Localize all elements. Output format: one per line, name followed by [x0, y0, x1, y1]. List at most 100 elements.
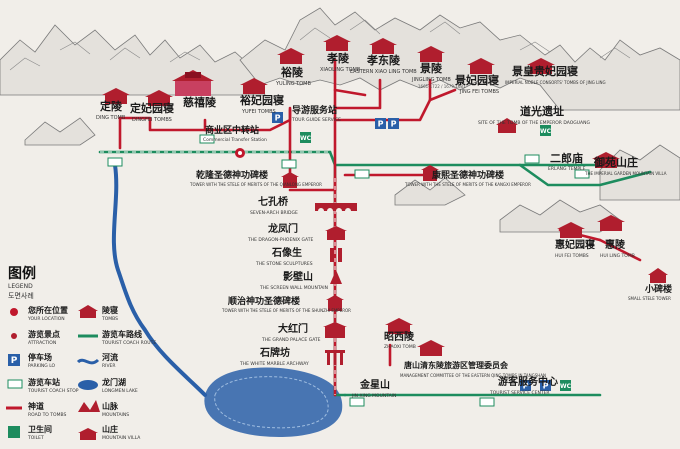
yufei-building	[240, 78, 268, 94]
stone-sculptures	[330, 248, 342, 262]
longfeng-en: THE DRAGON-PHOENIX GATE	[247, 237, 313, 243]
xiaoling-building	[323, 35, 351, 51]
hui-ling-en: HUI LING TOMB	[600, 253, 635, 259]
hui-ling-label: 惠陵	[605, 238, 626, 251]
svg-text:P: P	[275, 114, 281, 123]
dahong-label: 大红门	[278, 322, 308, 335]
huifei-building	[557, 222, 585, 238]
xiaobei-building	[648, 268, 668, 283]
huifei-en: HUI FEI TOMBS	[555, 253, 589, 259]
yingbi-label: 影壁山	[283, 270, 313, 283]
yufei-en: YUFEI TOMBS	[241, 109, 276, 115]
xiaobei-label: 小碑楼	[644, 283, 672, 295]
legend-item-2-en: ATTRACTION	[28, 340, 56, 346]
yingbi-en: THE SCREEN WALL MOUNTAIN	[259, 285, 328, 291]
youke-label: 游客服务中心	[498, 375, 558, 388]
legend-title-ko: 도면사례	[8, 291, 34, 300]
toilet-icon: WC	[560, 380, 572, 391]
toilet-icon: WC	[540, 125, 552, 136]
parking-icon: P	[375, 118, 386, 129]
grand-palace-gate	[323, 322, 347, 338]
parking-and-toilet-icons: P P P P P WC WC WC	[272, 112, 572, 391]
toilet-icon: WC	[300, 132, 312, 143]
kangxi-en: TOWER WITH THE STELE OF MERITS OF THE KA…	[404, 182, 531, 187]
legend-item-9-en: MOUNTAINS	[102, 412, 129, 418]
svg-text:P: P	[378, 120, 384, 129]
dingfei-label: 定妃园寝	[130, 101, 174, 115]
legend-attraction-icon	[11, 333, 17, 339]
yuyuan-label: 御苑山庄	[593, 155, 638, 169]
qikong-en: SEVEN-ARCH BRIDGE	[250, 210, 298, 216]
xiao-ling-label: 孝陵	[326, 51, 350, 65]
yu-ling-label: 裕陵	[280, 65, 304, 79]
zhaoxi-label: 昭西陵	[384, 330, 415, 343]
legend-item-1-cn: 陵寝	[102, 305, 118, 315]
legend-coach-stop-icon	[7, 379, 23, 389]
legend-item-0-cn: 您所在位置	[28, 305, 68, 315]
jingling-building	[417, 46, 445, 62]
daoguang-en: SITE OF THE TOMB OF THE EMPEROR DAOGUANG	[478, 120, 590, 126]
xiaodong-en: EASTERN XIAO LING TOMB	[350, 69, 417, 75]
mountain-ridges	[9, 19, 631, 71]
yuling-building	[277, 48, 305, 64]
legend-parking-icon	[8, 354, 20, 366]
kangxi-stele-tower	[421, 165, 439, 181]
seven-arch-bridge	[315, 203, 357, 214]
xiaobei-en: SMALL STELE TOWER	[628, 296, 671, 301]
jingfei-en: JING FEI TOMBS	[459, 89, 499, 95]
guanli-en: MANAGEMENT COMMITTEE OF THE EASTERN QING…	[400, 373, 546, 378]
legend-item-5-cn: 河流	[102, 352, 118, 362]
yuyuan-building	[592, 152, 620, 168]
qianlong-stele-tower	[281, 172, 299, 188]
kangxi-label: 康熙圣德神功碑楼	[432, 169, 504, 181]
legend-item-1-en: TOMBS	[101, 316, 118, 322]
marble-archway	[325, 350, 345, 365]
shunzhi-stele-tower	[326, 295, 344, 311]
parking-icon: P	[520, 380, 531, 391]
jing-ling-label: 景陵	[419, 61, 443, 75]
legend-item-4-cn: 停车场	[28, 352, 52, 362]
qianlong-label: 乾隆圣德神功碑楼	[196, 169, 268, 181]
legend-item-7-cn: 龙门湖	[101, 377, 126, 387]
daoyou-label: 导游服务站	[292, 104, 337, 116]
legend-col-2: 陵寝 TOMBS 游览车路线 TOURIST COACH ROUTE 河流 RI…	[76, 305, 156, 441]
spirit-road-features	[281, 165, 439, 365]
dingfei-en: DINGFEI TOMBS	[132, 117, 172, 123]
legend-title-en: LEGEND	[8, 283, 33, 290]
huiling-building	[597, 215, 625, 231]
parking-icon: P	[272, 112, 283, 123]
legend-toilet-icon	[8, 426, 20, 438]
legend-item-8-cn: 神道	[28, 401, 44, 411]
longmen-lake	[204, 367, 343, 437]
legend-item-5-en: RIVER	[102, 363, 116, 369]
cixi-label: 慈禧陵	[183, 95, 217, 109]
zhaoxi-building	[385, 318, 413, 334]
shunzhi-en: TOWER WITH THE STELE OF MERITS OF THE SH…	[221, 308, 351, 313]
ding-ling-en: DING TOMB	[96, 115, 126, 121]
shixiang-label: 石像生	[271, 246, 302, 259]
svg-text:WC: WC	[540, 128, 552, 135]
legend-item-10-cn: 卫生间	[28, 424, 52, 434]
lake-ripples	[214, 376, 329, 429]
legend-item-6-en: TOURIST COACH STOP	[27, 388, 79, 394]
dingfei-building	[145, 90, 173, 106]
parking-icon: P	[540, 380, 551, 391]
legend-item-4-en: PARKING LO	[28, 363, 56, 369]
legend-item-11-cn: 山庄	[102, 424, 118, 434]
ding-ling-label: 定陵	[100, 99, 123, 113]
legend-item-7-en: LONGMEN LAKE	[102, 388, 138, 394]
legend-item-3-cn: 游览车路线	[102, 329, 142, 339]
youke-en: TOURIST SERVICE CENTER	[489, 390, 550, 396]
legend-item-2-cn: 游览景点	[28, 329, 60, 339]
legend-item-6-cn: 游览车站	[28, 377, 60, 387]
daoguang-label: 道光遗址	[520, 104, 564, 118]
svg-text:WC: WC	[560, 383, 572, 390]
coach-stops	[107, 134, 590, 407]
guanli-building	[417, 340, 445, 356]
river	[111, 163, 207, 397]
jingling-years: 1661-1722 / 1679-1681	[418, 84, 466, 89]
road-to-tombs-dashes	[100, 151, 336, 395]
yu-ling-en: YULING TOMB	[275, 81, 311, 87]
